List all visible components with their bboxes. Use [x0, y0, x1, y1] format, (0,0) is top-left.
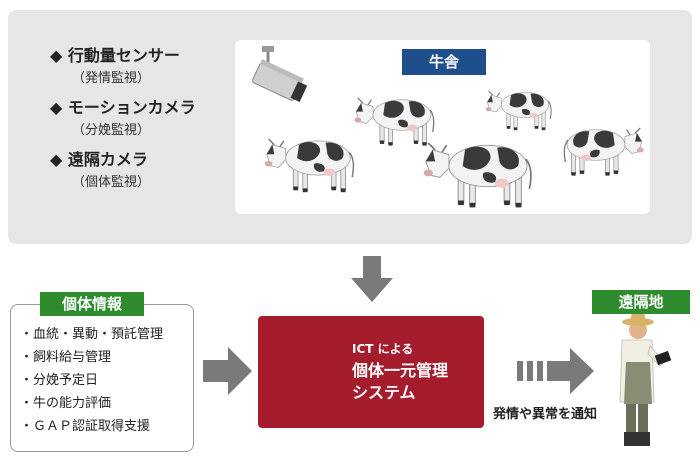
cow-icon — [563, 127, 645, 177]
cow-icon — [422, 142, 532, 209]
right-arrow-icon — [203, 347, 252, 395]
sensor-list: ◆ 行動量センサー （発情監視） ◆ モーションカメラ （分娩監視） ◆ 遠隔カ… — [50, 46, 230, 202]
cow-icon — [264, 138, 355, 193]
remote-location-label: 遠隔地 — [592, 290, 690, 314]
sensor-purpose: （個体監視） — [72, 175, 151, 190]
list-item: ・牛の能力評価 — [20, 396, 112, 411]
list-item: ・分娩予定日 — [20, 373, 99, 388]
dashed-right-arrow-icon — [517, 348, 594, 394]
down-arrow-icon — [351, 256, 393, 302]
diamond-icon: ◆ — [50, 150, 63, 169]
barn-label: 牛舎 — [402, 49, 486, 75]
system-caption: ICT による — [352, 342, 414, 356]
sensor-item-motion-camera: ◆ モーションカメラ （分娩監視） — [50, 98, 230, 140]
list-item: ・飼料給与管理 — [20, 350, 112, 365]
farmer-with-tablet-icon — [619, 312, 672, 446]
cow-icon — [485, 90, 552, 131]
sensor-name: モーションカメラ — [67, 98, 196, 117]
diamond-icon: ◆ — [50, 98, 63, 117]
individual-info-box — [10, 304, 194, 452]
surveillance-camera-icon — [252, 46, 308, 102]
sensor-purpose: （分娩監視） — [72, 123, 151, 138]
management-system-box — [258, 316, 484, 428]
individual-info-list: ・血統・異動・預託管理 ・飼料給与管理 ・分娩予定日 ・牛の能力評価 ・ＧＡＰ認… — [20, 323, 163, 438]
diamond-icon: ◆ — [50, 46, 63, 65]
sensor-name: 行動量センサー — [67, 46, 180, 65]
system-title: 個体一元管理 システム — [352, 361, 449, 402]
cow-icon — [353, 97, 435, 147]
sensor-name: 遠隔カメラ — [67, 150, 148, 169]
individual-info-label: 個体情報 — [40, 292, 144, 316]
sensor-item-remote-camera: ◆ 遠隔カメラ （個体監視） — [50, 150, 230, 192]
sensor-purpose: （発情監視） — [72, 71, 151, 86]
list-item: ・ＧＡＰ認証取得支援 — [20, 419, 151, 434]
notify-caption: 発情や異常を通知 — [493, 407, 598, 422]
list-item: ・血統・異動・預託管理 — [20, 327, 164, 342]
sensor-item-activity: ◆ 行動量センサー （発情監視） — [50, 46, 230, 88]
